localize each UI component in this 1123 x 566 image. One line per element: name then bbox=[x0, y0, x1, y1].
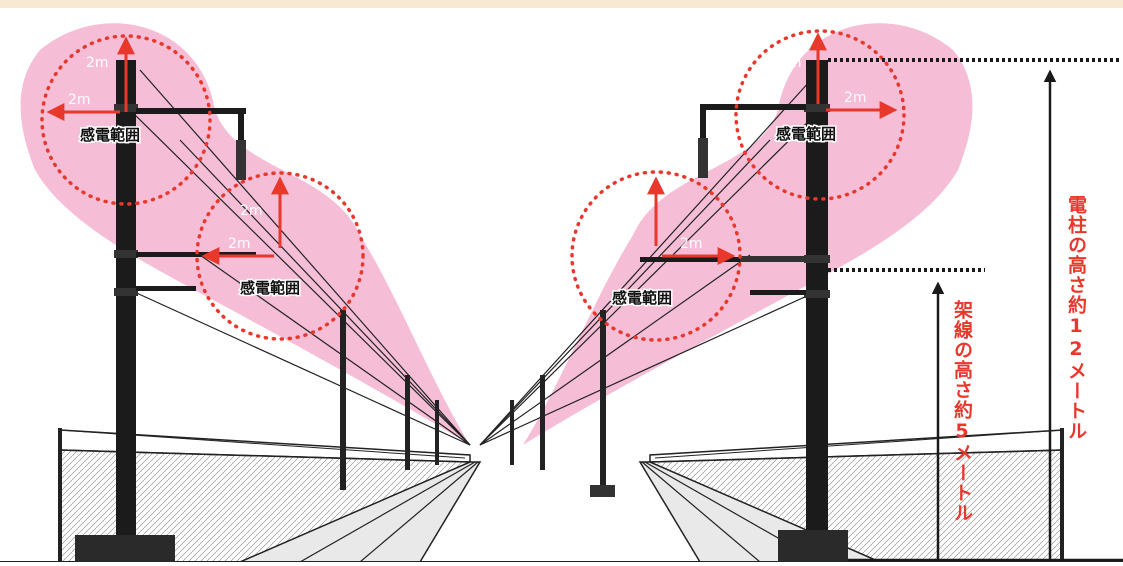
pole-height-label: 電柱の高さ約12メートル bbox=[1066, 195, 1085, 441]
label-2m: 2m bbox=[680, 236, 703, 252]
label-2m: 2m bbox=[240, 203, 263, 219]
zone-label-right-upper: 感電範囲 bbox=[776, 125, 836, 143]
insulator bbox=[236, 140, 246, 180]
label-2m: 2m bbox=[68, 92, 91, 108]
label-2m: 2m bbox=[86, 55, 109, 71]
wire-height-label: 架線の高さ約5メートル bbox=[952, 300, 971, 523]
insulator bbox=[698, 138, 708, 178]
label-2m: 2m bbox=[613, 204, 636, 220]
label-2m: 2m bbox=[844, 90, 867, 106]
label-2m: 2m bbox=[228, 236, 251, 252]
danger-zone-right bbox=[523, 23, 972, 445]
danger-zone-left bbox=[21, 23, 470, 445]
top-tint bbox=[0, 0, 1123, 8]
zone-label-right-lower: 感電範囲 bbox=[612, 289, 672, 307]
label-2m: 2m bbox=[779, 55, 802, 71]
zone-label-left-upper: 感電範囲 bbox=[80, 126, 140, 144]
zone-label-left-lower: 感電範囲 bbox=[240, 279, 300, 297]
